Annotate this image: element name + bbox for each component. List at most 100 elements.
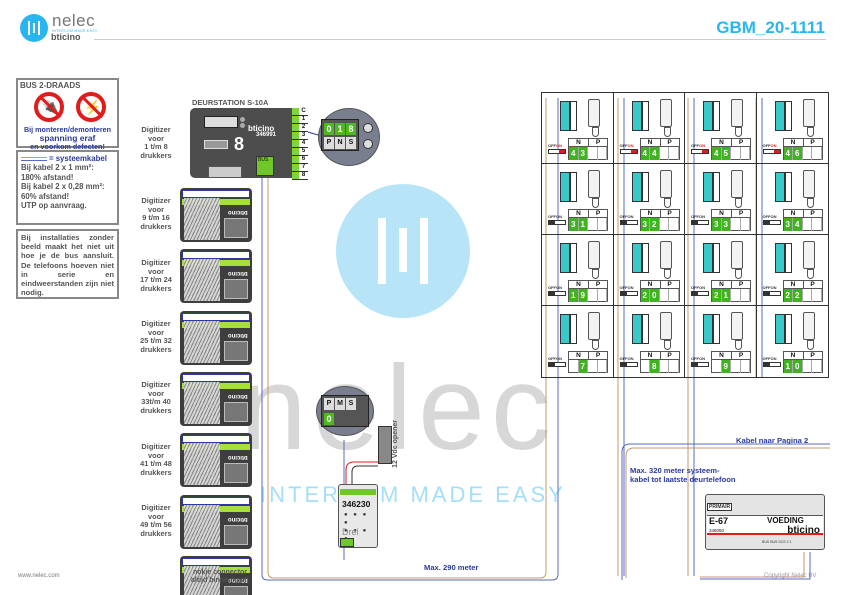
handset-icon	[731, 170, 743, 198]
switch-label: OFFON	[691, 214, 705, 219]
p-header: P	[588, 139, 607, 147]
handset-icon	[659, 99, 672, 127]
address-digit	[598, 360, 607, 373]
switch-label: OFFON	[762, 143, 777, 148]
cable-legend-label: = systeemkabel	[49, 154, 107, 163]
digitizer-module: bticino	[180, 556, 252, 595]
termination-switch[interactable]	[619, 149, 638, 154]
address-digit	[812, 218, 822, 231]
termination-switch[interactable]	[548, 291, 566, 296]
termination-switch[interactable]	[691, 149, 709, 154]
digitizer-label-line: 9 t/m 16	[142, 213, 170, 222]
config-digit: 1	[335, 123, 345, 135]
partner-brand: bticino	[51, 32, 81, 42]
address-digit	[741, 360, 750, 373]
termination-switch[interactable]	[619, 220, 638, 225]
copyright: Copyright Nelec BV	[764, 573, 817, 579]
ribbon-cable-icon	[184, 505, 220, 547]
address-digit: 3	[783, 218, 793, 231]
address-digit	[712, 360, 722, 373]
n-header: N	[569, 139, 588, 147]
digitizer-button-terminals	[182, 313, 250, 321]
termination-switch[interactable]	[762, 220, 781, 225]
digitizer-label-line: 41 t/m 48	[140, 459, 172, 468]
bus-label-icon	[784, 314, 792, 344]
handset-cord-icon	[735, 340, 742, 350]
cable-line: Bij kabel 2 x 1 mm²:	[21, 163, 94, 172]
address-digit	[660, 360, 669, 373]
digitizer-label-line: drukkers	[140, 150, 172, 160]
digitizer-label-line: voor	[147, 266, 164, 276]
termination-switch[interactable]	[691, 220, 709, 225]
handset-icon	[731, 99, 743, 127]
termination-switch[interactable]	[762, 362, 781, 367]
bus-terminal-icon	[774, 314, 785, 344]
digitizer-label-line: Digitizer	[141, 258, 171, 267]
termination-switch[interactable]	[619, 291, 638, 296]
address-digit: 1	[569, 289, 579, 302]
bus-terminal-icon	[560, 243, 570, 273]
website-link[interactable]: www.nelec.com	[18, 573, 60, 579]
bus-label-icon	[784, 172, 792, 202]
cable-line: Bij kabel 2 x 0,28 mm²:	[21, 182, 105, 191]
bus-terminal-label: BUS	[258, 157, 269, 163]
handset-cord-icon	[806, 198, 814, 208]
ribbon-cable-icon	[184, 198, 220, 240]
address-digit	[588, 147, 598, 160]
address-digit	[588, 360, 598, 373]
termination-switch[interactable]	[762, 291, 781, 296]
termination-switch[interactable]	[691, 362, 709, 367]
digitizer-label-line: Digitizer	[141, 319, 171, 328]
termination-switch[interactable]	[762, 149, 781, 154]
handset-icon	[659, 312, 672, 340]
cable-blue-psu	[700, 552, 811, 580]
handset-icon	[588, 170, 600, 198]
config-label: N	[335, 137, 345, 149]
termination-switch[interactable]	[548, 362, 566, 367]
cable-blue-main	[261, 98, 559, 581]
termination-switch[interactable]	[619, 362, 638, 367]
switch-label: OFFON	[548, 285, 562, 290]
module-model: 346230	[342, 499, 371, 509]
digitizer-label-line: 25 t/m 32	[140, 336, 172, 345]
termination-switch[interactable]	[548, 220, 566, 225]
p-header: P	[731, 352, 750, 360]
door-station-model: 346991	[256, 132, 277, 138]
bus-terminal-icon	[631, 314, 642, 344]
address-digit	[803, 360, 812, 373]
address-digit	[598, 218, 607, 231]
bus-label-icon	[713, 243, 720, 273]
switch-label: OFFON	[691, 143, 705, 148]
cable-page-2-label: Kabel naar Pagina 2	[736, 436, 809, 445]
digitizer-brand: bticino	[228, 209, 248, 215]
terminal-label: 4	[299, 140, 308, 147]
terminal-label: 6	[299, 156, 308, 163]
handset-icon	[659, 170, 672, 198]
cable-brown-main	[267, 98, 547, 579]
n-header: N	[640, 139, 660, 147]
bus-terminal-icon	[560, 101, 570, 131]
power-supply: PRIMAIR E-67 VOEDING 346050 bticino BUS …	[705, 494, 825, 550]
handset-icon	[802, 170, 815, 198]
warning-line: spanning eraf	[39, 133, 96, 143]
switch-label: OFFON	[548, 143, 562, 148]
termination-switch[interactable]	[548, 149, 566, 154]
digitizer-label-line: 49 t/m 56	[140, 520, 172, 529]
ribbon-cable-icon	[184, 566, 220, 595]
address-digit	[812, 147, 822, 160]
bus-terminal-icon	[774, 172, 785, 202]
bus-terminal-icon	[631, 243, 642, 273]
bus-terminal-icon	[703, 243, 713, 273]
digitizer-module: bticino	[180, 188, 252, 242]
ribbon-cable-icon	[184, 382, 220, 424]
switch-label: OFFON	[619, 356, 634, 361]
n-header: N	[783, 281, 803, 289]
intercom-phone: OFFON N P 9	[685, 306, 757, 377]
termination-switch[interactable]	[691, 291, 709, 296]
